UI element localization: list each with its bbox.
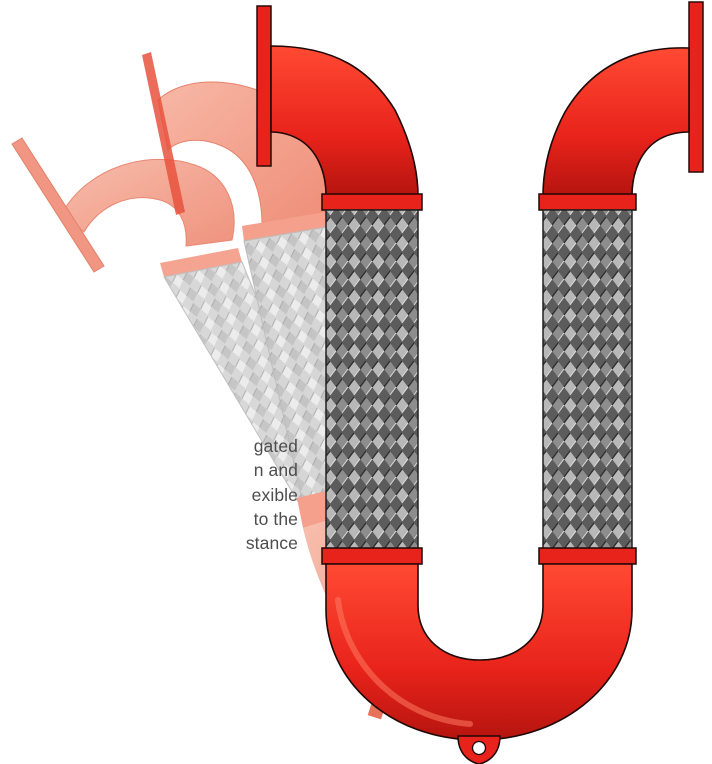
- right-braided-hose: [543, 210, 632, 550]
- right-top-elbow: [543, 48, 689, 196]
- caption-line: exible: [0, 483, 298, 507]
- left-upper-collar: [322, 194, 422, 210]
- caption-line: stance: [0, 531, 298, 555]
- caption-line: to the: [0, 507, 298, 531]
- right-lower-collar: [539, 548, 636, 564]
- right-flange: [689, 2, 703, 172]
- caption-line: gated: [0, 434, 298, 458]
- lifting-lug-icon: [458, 736, 500, 764]
- left-flange: [257, 6, 271, 166]
- caption-text: gated n and exible to the stance: [0, 434, 298, 555]
- right-upper-collar: [539, 194, 636, 210]
- caption-line: n and: [0, 458, 298, 482]
- left-braided-hose: [326, 210, 418, 550]
- left-lower-collar: [322, 548, 422, 564]
